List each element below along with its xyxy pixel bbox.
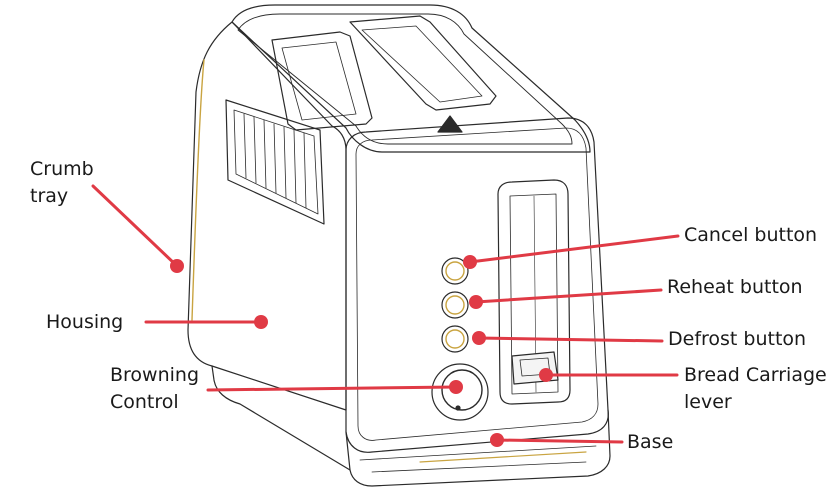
- toaster-illustration: [187, 4, 611, 487]
- callout-line-base: [495, 438, 624, 444]
- callout-dot-housing: [254, 315, 268, 329]
- callouts: [91, 184, 680, 447]
- callout-dot-cancel-button: [463, 255, 477, 269]
- callout-dot-bread-carriage-lever: [539, 368, 553, 382]
- callout-line-reheat-button: [474, 288, 663, 304]
- label-browning-control-line-2: Control: [110, 391, 179, 413]
- callout-dot-crumb-tray: [170, 259, 184, 273]
- callout-dot-reheat-button: [469, 295, 483, 309]
- callout-line-defrost-button: [477, 336, 664, 343]
- callout-line-crumb-tray: [91, 184, 179, 268]
- label-cancel-button: Cancel button: [684, 224, 818, 246]
- label-bread-carriage-lever-line-1: Bread Carriage: [684, 364, 827, 386]
- label-housing: Housing: [46, 311, 124, 333]
- callout-dot-defrost-button: [472, 331, 486, 345]
- label-defrost-button: Defrost button: [668, 328, 807, 350]
- label-bread-carriage-lever-line-2: lever: [684, 391, 732, 413]
- label-reheat-button: Reheat button: [667, 276, 803, 298]
- label-browning-control-line-1: Browning: [110, 364, 200, 386]
- callout-dot-browning-control: [449, 380, 463, 394]
- label-crumb-tray: Crumb tray: [30, 156, 94, 210]
- label-crumb-tray-line-1: Crumb: [30, 158, 94, 180]
- label-bread-carriage-lever: Bread Carriage lever: [684, 362, 827, 416]
- label-base: Base: [627, 431, 674, 453]
- label-crumb-tray-line-2: tray: [30, 185, 69, 207]
- callout-line-browning-control: [206, 385, 458, 392]
- callout-line-cancel-button: [468, 234, 680, 264]
- callout-dot-base: [490, 433, 504, 447]
- label-browning-control: Browning Control: [110, 362, 199, 416]
